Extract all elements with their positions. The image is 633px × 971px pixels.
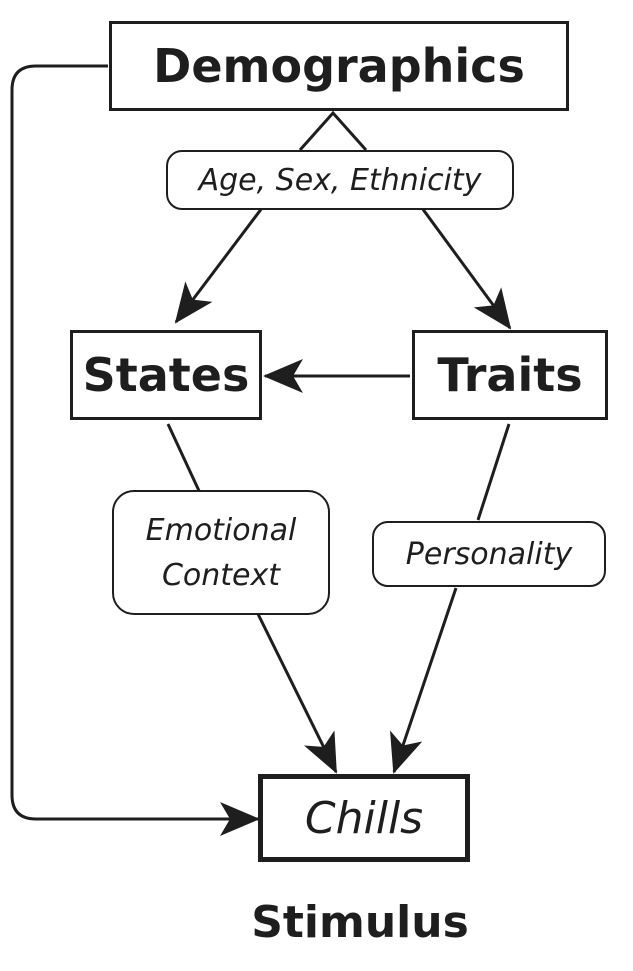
- personality-node: Personality: [372, 521, 606, 587]
- arrow-to-states: [174, 207, 264, 324]
- states-node: States: [70, 330, 262, 420]
- arrow-demographics-to-chills: [10, 64, 260, 836]
- age-sex-ethnicity-node: Age, Sex, Ethnicity: [166, 150, 514, 210]
- emotional-context-node: Emotional Context: [112, 490, 330, 615]
- demographics-split-line: [298, 110, 368, 151]
- chills-node: Chills: [258, 774, 470, 862]
- arrow-emotional-context-to-chills: [256, 613, 338, 774]
- arrow-to-traits: [420, 207, 512, 330]
- traits-node: Traits: [412, 330, 608, 420]
- line-traits-to-personality: [476, 423, 511, 521]
- demographics-node: Demographics: [109, 21, 569, 111]
- line-states-to-emotional-context: [166, 423, 202, 494]
- stimulus-label: Stimulus: [251, 896, 469, 948]
- arrow-personality-to-chills: [390, 587, 458, 774]
